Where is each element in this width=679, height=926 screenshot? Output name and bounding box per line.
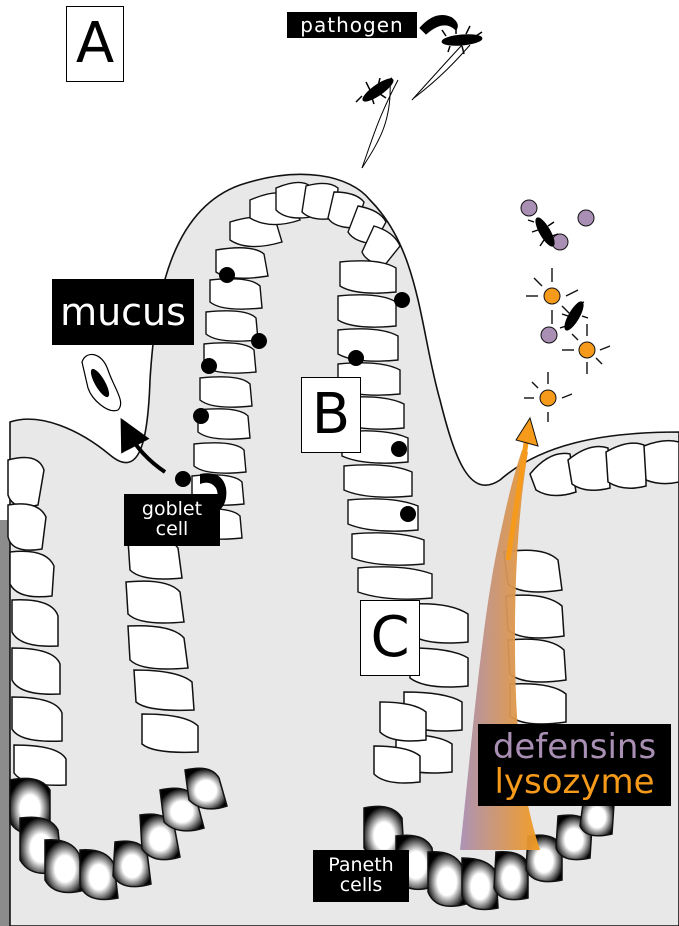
panel-c-label: C <box>360 600 420 676</box>
pathogen-label-text: pathogen <box>300 13 403 37</box>
secretion-arrowhead <box>516 418 538 446</box>
panel-a-text: A <box>76 16 114 72</box>
paneth-label-line1: Paneth <box>328 856 393 876</box>
trapped-pathogen-icon <box>82 354 121 410</box>
mucus-label: mucus <box>52 279 194 345</box>
bacteria-cluster <box>528 216 588 333</box>
pathogen-label: pathogen <box>287 12 417 38</box>
panel-b-text: B <box>312 387 350 443</box>
panel-b-label: B <box>301 377 361 453</box>
panel-c-text: C <box>370 610 409 666</box>
goblet-label-line1: goblet <box>142 500 202 520</box>
paneth-label-line2: cells <box>340 876 383 896</box>
goblet-label-line2: cell <box>156 520 189 540</box>
pathogen-bacterium-icon <box>356 16 482 168</box>
lysozyme-label: lysozyme <box>494 765 654 800</box>
lysozyme-molecule-icon <box>524 268 610 422</box>
panel-a-label: A <box>66 6 124 82</box>
defensins-label: defensins <box>493 730 656 765</box>
defensins-lysozyme-label: defensins lysozyme <box>478 724 671 806</box>
paneth-cells-label: Paneth cells <box>313 850 409 902</box>
mucus-label-text: mucus <box>60 290 186 334</box>
goblet-cell-label: goblet cell <box>124 494 220 546</box>
